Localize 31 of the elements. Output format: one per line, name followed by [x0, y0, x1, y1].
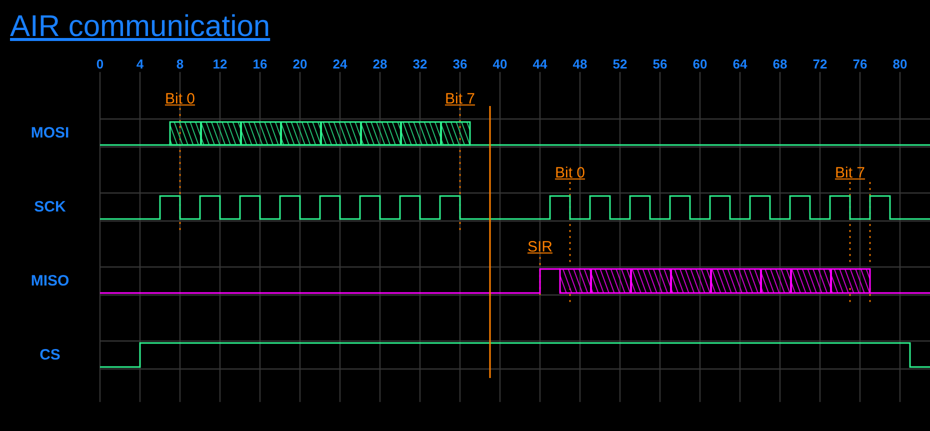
axis-tick-label: 20: [292, 58, 308, 70]
axis-tick-label: 56: [652, 58, 668, 70]
marker-label: Bit 0: [165, 92, 195, 106]
axis-tick-label: 44: [532, 58, 548, 70]
signal-name: MOSI: [30, 126, 70, 140]
axis-tick-label: 76: [852, 58, 868, 70]
axis-tick-label: 16: [252, 58, 268, 70]
marker-label: Bit 7: [445, 92, 475, 106]
axis-tick-label: 52: [612, 58, 628, 70]
axis-tick-label: 40: [492, 58, 508, 70]
axis-tick-label: 8: [176, 58, 184, 70]
axis-tick-label: 80: [892, 58, 908, 70]
signal-name: SCK: [34, 200, 66, 214]
axis-tick-label: 4: [136, 58, 144, 70]
axis-tick-label: 72: [812, 58, 828, 70]
axis-tick-label: 48: [572, 58, 588, 70]
axis-tick-label: 60: [692, 58, 708, 70]
axis-tick-label: 32: [412, 58, 428, 70]
axis-tick-label: 0: [96, 58, 104, 70]
axis-tick-label: 12: [212, 58, 228, 70]
signal-name: CS: [40, 348, 60, 362]
axis-tick-label: 36: [452, 58, 468, 70]
signal-name: MISO: [30, 274, 70, 288]
marker-label: SIR: [528, 240, 552, 254]
axis-tick-label: 68: [772, 58, 788, 70]
axis-tick-label: 24: [332, 58, 348, 70]
axis-tick-label: 28: [372, 58, 388, 70]
marker-label: Bit 0: [555, 166, 585, 180]
axis-tick-label: 64: [732, 58, 748, 70]
marker-label: Bit 7: [835, 166, 865, 180]
diagram-title: AIR communication: [10, 12, 270, 42]
